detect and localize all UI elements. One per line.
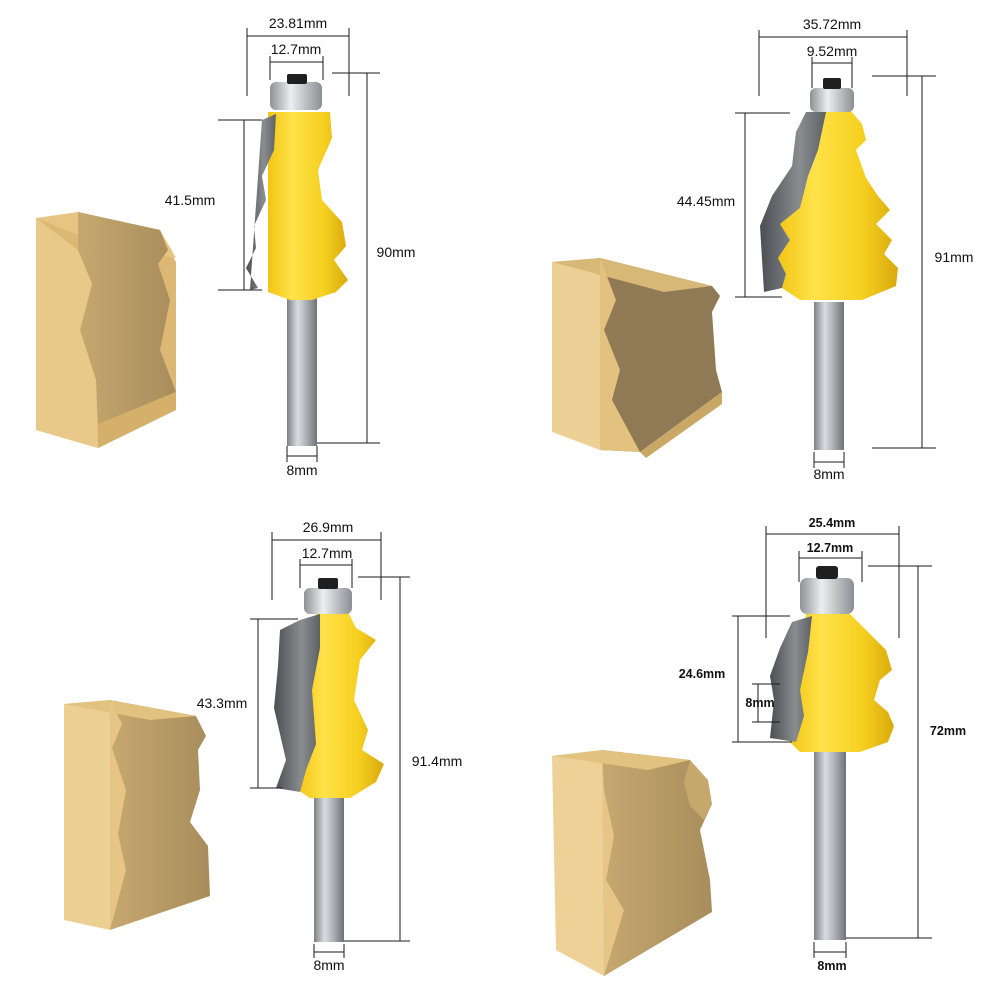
molding-sample-3 — [64, 700, 210, 930]
shank-3 — [314, 796, 344, 942]
shank-2 — [814, 302, 844, 450]
carbide-insert-3 — [274, 614, 320, 792]
cut-height-label-1: 41.5mm — [165, 192, 216, 208]
overall-width-label-1: 23.81mm — [269, 15, 327, 31]
total-length-label-3: 91.4mm — [412, 753, 463, 769]
bearing-width-label-4: 12.7mm — [807, 541, 854, 555]
cutter-body-4 — [790, 614, 894, 752]
bearing-3 — [304, 588, 352, 614]
carbide-insert-4 — [770, 616, 812, 742]
cutter-body-1 — [268, 112, 348, 300]
shank-4 — [814, 744, 846, 940]
dimension-lines-4 — [732, 526, 932, 958]
carbide-insert-2 — [760, 112, 826, 292]
overall-width-label-4: 25.4mm — [809, 516, 856, 530]
router-bit-1: 23.81mm 12.7mm 41.5mm 90mm 8mm — [36, 15, 415, 478]
total-length-label-4: 72mm — [930, 724, 966, 738]
cut-height-label-2: 44.45mm — [677, 193, 735, 209]
dimension-lines-2 — [735, 30, 936, 468]
total-length-label-1: 90mm — [377, 244, 416, 260]
carbide-insert-1 — [246, 114, 276, 290]
bearing-1 — [270, 82, 322, 110]
dimension-lines-3 — [250, 532, 410, 958]
radius-label-4: 8mm — [745, 696, 774, 710]
overall-width-label-3: 26.9mm — [303, 519, 354, 535]
bearing-width-label-1: 12.7mm — [271, 41, 322, 57]
bearing-screw-4 — [816, 566, 838, 579]
router-bit-2: 35.72mm 9.52mm 44.45mm 91mm 8mm — [552, 16, 973, 482]
bearing-screw-1 — [287, 74, 307, 84]
cut-height-label-3: 43.3mm — [197, 695, 248, 711]
router-bit-4: 25.4mm 12.7mm 24.6mm 8mm 72mm 8mm — [552, 516, 966, 976]
shank-1 — [287, 298, 317, 446]
bearing-2 — [810, 88, 854, 112]
cut-height-label-4: 24.6mm — [679, 667, 726, 681]
shank-label-4: 8mm — [817, 959, 846, 973]
overall-width-label-2: 35.72mm — [803, 16, 861, 32]
router-bit-3: 26.9mm 12.7mm 43.3mm 91.4mm 8mm — [64, 519, 462, 973]
molding-sample-1 — [36, 212, 176, 448]
molding-sample-4 — [552, 750, 712, 976]
total-length-label-2: 91mm — [935, 249, 974, 265]
molding-sample-2 — [552, 258, 722, 458]
bearing-width-label-2: 9.52mm — [807, 43, 858, 59]
shank-label-1: 8mm — [286, 462, 317, 478]
cutter-body-2 — [778, 110, 898, 300]
shank-label-3: 8mm — [313, 957, 344, 973]
dimension-lines-1 — [218, 28, 380, 462]
bearing-screw-3 — [318, 578, 338, 589]
bearing-4 — [800, 578, 854, 614]
bearing-screw-2 — [823, 78, 841, 89]
bearing-width-label-3: 12.7mm — [302, 545, 353, 561]
shank-label-2: 8mm — [813, 466, 844, 482]
cutter-body-3 — [298, 612, 384, 798]
